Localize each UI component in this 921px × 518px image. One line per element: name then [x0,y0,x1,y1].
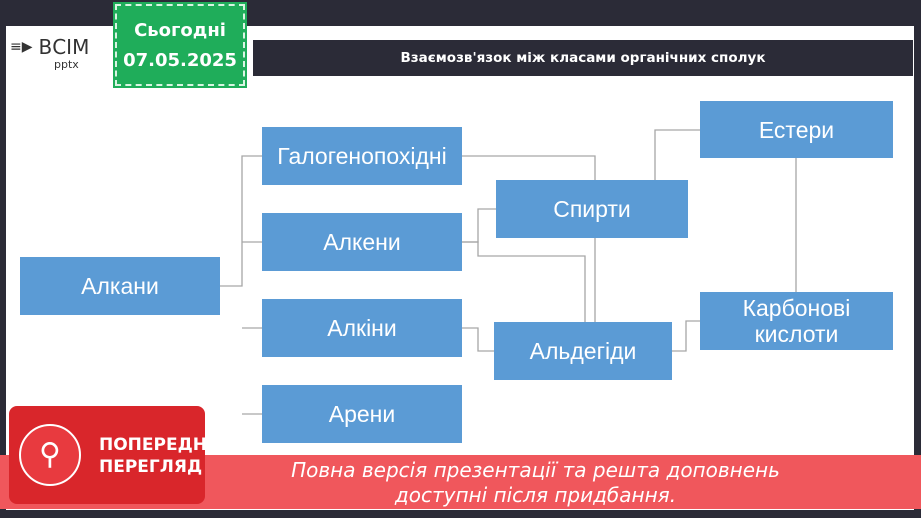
logo-sub: pptx [54,58,79,71]
connector [220,155,262,415]
box-halogen: Галогенопохідні [262,127,462,185]
box-alkeny: Алкени [262,213,462,271]
banner-line-2: доступні після придбання. [394,483,677,507]
box-alkany: Алкани [20,257,220,315]
connector [462,208,496,243]
connector [462,327,494,352]
logo-icon: ≡▶ [10,39,33,55]
magnifier-icon: ⚲ [19,424,81,486]
date-label: Сьогодні [134,20,226,41]
logo-text: ВСІМ [38,35,90,59]
connector [462,241,586,322]
box-estery: Естери [700,101,893,158]
preview-label-1: ПОПЕРЕДНІЙ [99,435,228,455]
connector [654,129,700,180]
box-spyrty: Спирти [496,180,688,238]
box-alkiny: Алкіни [262,299,462,357]
connector [462,155,596,180]
box-acids: Карбонові кислоти [700,292,893,350]
connector [672,320,700,352]
box-areny: Арени [262,385,462,443]
date-badge: Сьогодні 07.05.2025 [113,2,247,88]
slide-title: Взаємозв'язок між класами органічних спо… [253,40,913,76]
banner-line-1: Повна версія презентації та решта доповн… [291,458,780,482]
box-aldehidy: Альдегіди [494,322,672,380]
date-value: 07.05.2025 [123,50,237,71]
preview-label-2: ПЕРЕГЛЯД [99,457,203,477]
logo: ≡▶ ВСІМ pptx [10,36,110,71]
